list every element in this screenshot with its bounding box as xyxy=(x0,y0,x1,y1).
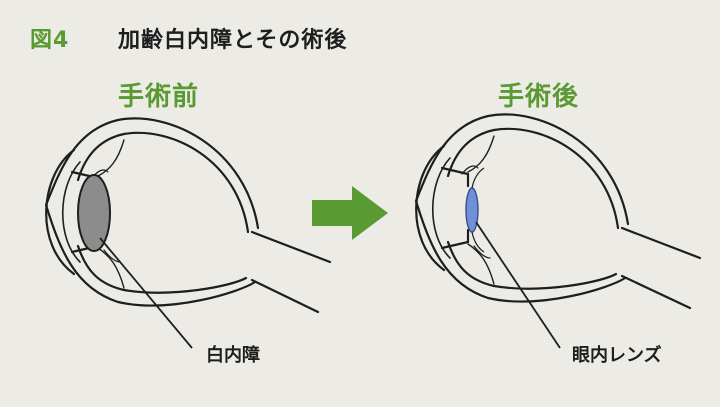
iris-lower xyxy=(440,228,470,250)
intraocular-lens xyxy=(465,187,479,233)
retina-layer xyxy=(76,131,250,294)
sclera-outer xyxy=(414,113,630,303)
cornea xyxy=(45,148,76,276)
iris-upper xyxy=(440,166,470,188)
optic-nerve xyxy=(250,230,332,314)
figure-title: 加齢白内障とその術後 xyxy=(118,28,348,53)
lens-haptic-lower xyxy=(471,231,485,253)
cornea xyxy=(415,144,446,272)
callout-line-lens xyxy=(475,221,561,349)
callout-line-cataract xyxy=(99,237,193,349)
lens-haptic-upper xyxy=(471,167,485,189)
eye-after-surgery xyxy=(414,113,702,310)
stage-label-before-surgery: 手術前 xyxy=(118,82,200,112)
optic-nerve xyxy=(620,226,702,310)
cataract-lens xyxy=(77,174,111,252)
callout-intraocular-lens: 眼内レンズ xyxy=(572,345,662,366)
callout-cataract: 白内障 xyxy=(206,345,260,366)
figure-number: 図4 xyxy=(30,28,70,53)
eye-before-surgery xyxy=(44,117,332,314)
stage-label-after-surgery: 手術後 xyxy=(498,82,580,112)
retina-layer xyxy=(446,127,620,290)
arrow-before-to-after xyxy=(312,186,388,240)
